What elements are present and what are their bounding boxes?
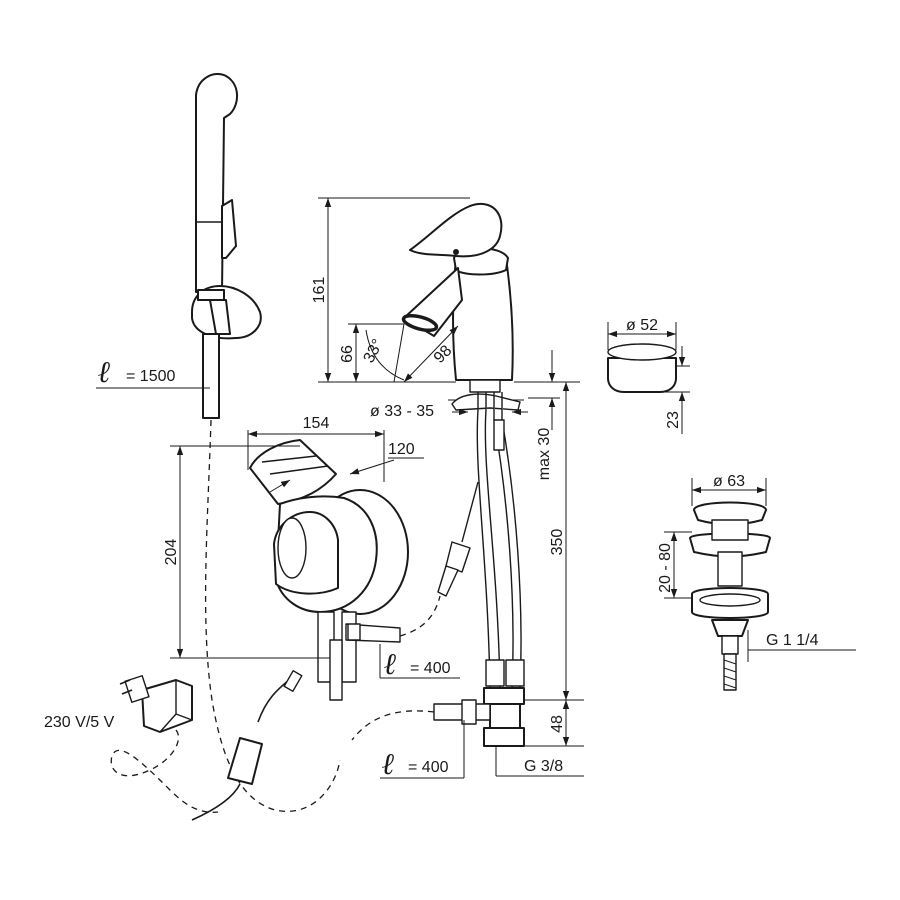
spout-angle-value: 33° [361, 337, 387, 366]
mixer-lever [409, 203, 503, 258]
thermostat-height-value: 204 [163, 539, 180, 566]
inline-connector [227, 737, 263, 785]
shower-head [195, 73, 238, 293]
cap-height-value: 23 [665, 411, 682, 429]
thermostat-width-value: 154 [303, 415, 330, 432]
thermostat-depth-value: 120 [388, 441, 415, 458]
length-symbol: ℓ [382, 748, 395, 781]
waste-adjust-range-value: 20 - 80 [657, 543, 674, 593]
thermostat-unit [249, 439, 409, 701]
holder-clip [209, 299, 231, 335]
thermostat-dimensions: 154 120 204 [163, 415, 424, 659]
thermostat-top [249, 439, 337, 505]
valve-body [489, 703, 521, 729]
valve-dimensions: 48 G 3/8 [495, 699, 584, 777]
power-supply-label: 230 V/5 V [44, 714, 115, 731]
thermostat-pipe-2 [341, 611, 357, 683]
shower-hose-path [204, 419, 341, 812]
shower-trigger [221, 199, 237, 259]
connection-thread-value: G 3/8 [524, 758, 563, 775]
valve-nut-top [483, 687, 525, 705]
inlet-hose-height-value: 350 [549, 529, 566, 556]
valve-nut-bottom [483, 727, 525, 747]
waste-thread-value: G 1 1/4 [766, 632, 819, 649]
waste-diameter-value: ø 63 [713, 473, 745, 490]
valve-height-value: 48 [549, 715, 566, 733]
cap-diameter-value: ø 52 [626, 317, 658, 334]
length-symbol: ℓ [384, 648, 397, 681]
mixer-fixing [469, 379, 501, 393]
hose-length-right-callout: ℓ = 400 [379, 644, 460, 681]
waste-body [711, 619, 749, 637]
adapter-cable-path [110, 729, 219, 813]
inlet-hoses [476, 392, 525, 691]
thermostat-hose-right [399, 595, 441, 637]
max-deck-thickness-value: max 30 [536, 428, 553, 481]
angle-valve [433, 687, 525, 747]
hose-length-bottom-callout: ℓ = 400 [380, 720, 465, 781]
hole-diameter-value: ø 33 - 35 [370, 403, 434, 420]
cap-body [607, 357, 677, 393]
spout-height-value: 66 [339, 345, 356, 363]
hose-length-bottom-value: = 400 [408, 759, 449, 776]
hand-shower [191, 73, 262, 419]
shower-hose-stub [202, 333, 220, 419]
hose-connector-right [437, 481, 479, 597]
waste-dimensions: ø 63 20 - 80 G 1 1/4 [657, 473, 856, 662]
shower-collar [197, 289, 225, 301]
mixer-body [452, 257, 514, 381]
shower-hose-length-callout: ℓ = 1500 [96, 356, 210, 389]
cap-top [607, 343, 677, 361]
waste-valve [689, 501, 771, 691]
shower-hose-length-value: = 1500 [126, 368, 175, 385]
waste-flange [689, 532, 771, 558]
length-symbol: ℓ [98, 356, 111, 389]
hose-length-right-value: = 400 [410, 660, 451, 677]
valve-hose-path [351, 710, 435, 741]
mixer-cap-detail: ø 52 23 [607, 317, 690, 434]
power-adapter: 230 V/5 V [44, 675, 193, 733]
thermostat-knob-face [277, 517, 307, 579]
mixer-height-value: 161 [311, 277, 328, 304]
basin-mixer [401, 203, 514, 393]
power-cable [191, 670, 303, 821]
spout-reach-value: 98 [431, 342, 456, 367]
